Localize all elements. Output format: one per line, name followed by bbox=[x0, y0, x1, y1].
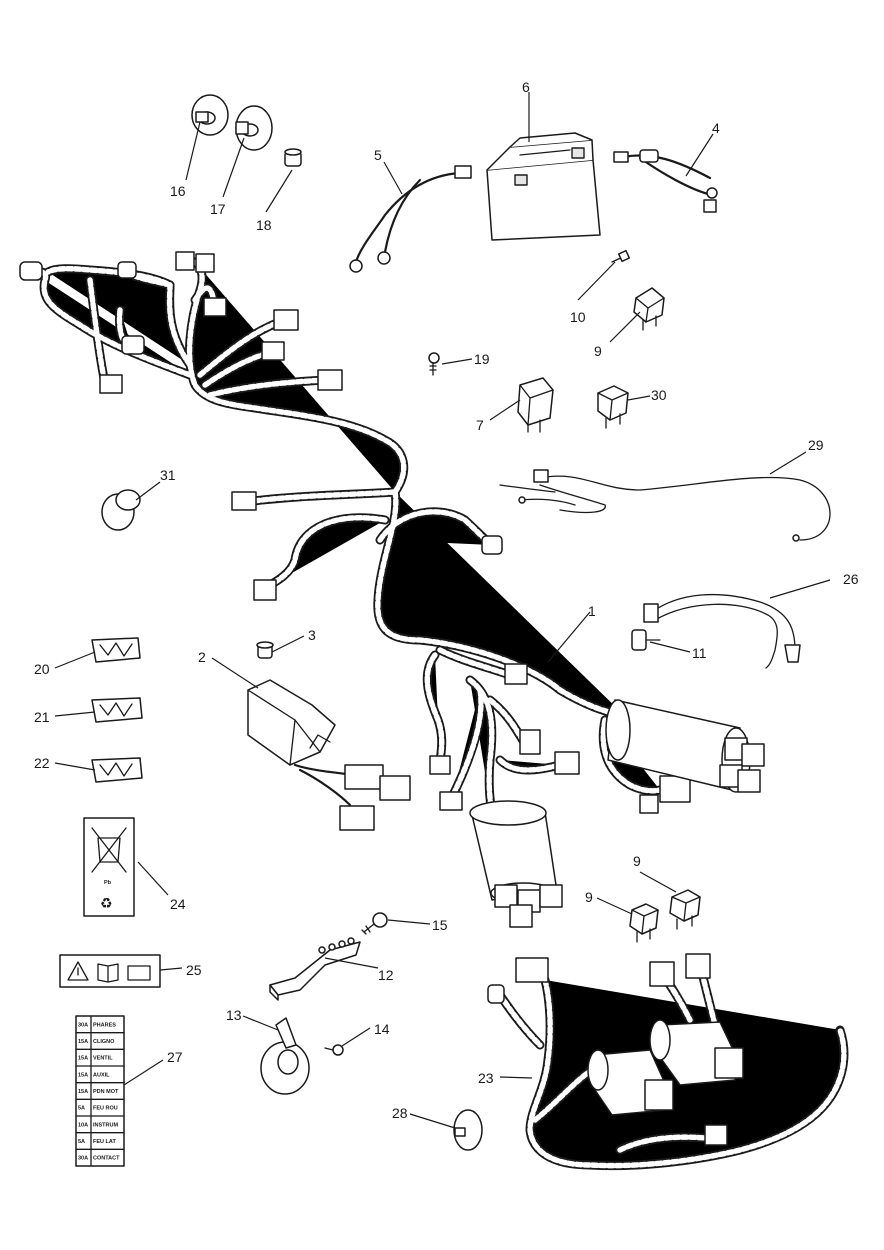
callout-18: 18 bbox=[256, 217, 272, 233]
label-24-marking: Pb bbox=[104, 880, 112, 886]
secondary-harness-23[interactable] bbox=[487, 953, 844, 1166]
label-25 bbox=[59, 954, 161, 988]
callout-4: 4 bbox=[712, 120, 720, 136]
callout-5: 5 bbox=[374, 147, 382, 163]
bolt-15[interactable] bbox=[361, 912, 388, 935]
callout-6: 6 bbox=[522, 79, 530, 95]
callout-21: 21 bbox=[34, 709, 50, 725]
screw-19[interactable] bbox=[428, 352, 440, 376]
leader-lines bbox=[54, 92, 831, 1129]
fuse-rating-circuit: CONTACT bbox=[93, 1156, 120, 1162]
bracket-12[interactable] bbox=[269, 937, 361, 1001]
label-27: 30A PHARES 15A CLIGNO 15A VENTIL 15A AUXIL 15A PD… bbox=[75, 1015, 125, 1167]
callout-11: 11 bbox=[692, 645, 707, 661]
battery[interactable] bbox=[486, 132, 601, 241]
fuse-rating-amp: 15A bbox=[78, 1089, 88, 1095]
callout-3: 3 bbox=[308, 627, 316, 643]
fuse-rating-circuit: FEU LAT bbox=[93, 1139, 116, 1145]
callout-numbers: 1 2 3 4 5 6 7 9 9 9 10 11 12 13 14 15 16… bbox=[34, 79, 859, 1121]
callout-13: 13 bbox=[226, 1007, 242, 1023]
cap-18[interactable] bbox=[284, 148, 302, 167]
fuse-rating-circuit: CLIGNO bbox=[93, 1039, 115, 1045]
callout-30: 30 bbox=[651, 387, 667, 403]
fuse-rating-amp: 15A bbox=[78, 1039, 88, 1045]
battery-lead-positive[interactable] bbox=[613, 149, 718, 213]
lead-29[interactable] bbox=[499, 469, 831, 542]
callout-1: 1 bbox=[588, 603, 596, 619]
callout-19: 19 bbox=[474, 351, 490, 367]
lead-26[interactable] bbox=[643, 594, 801, 669]
label-24: Pb ♻ bbox=[83, 817, 135, 917]
relay-9-top[interactable] bbox=[633, 287, 665, 331]
callout-12: 12 bbox=[378, 967, 394, 983]
fuse-rating-amp: 30A bbox=[78, 1156, 88, 1162]
callout-26: 26 bbox=[843, 571, 859, 587]
fuse-rating-circuit: PDN MOT bbox=[93, 1089, 119, 1095]
grommet-28[interactable] bbox=[453, 1109, 483, 1151]
callout-23: 23 bbox=[478, 1070, 494, 1086]
fuse-rating-circuit: INSTRUM bbox=[93, 1122, 118, 1128]
fuse-rating-amp: 15A bbox=[78, 1072, 88, 1078]
manual-book-icon bbox=[97, 963, 119, 983]
grommet-3[interactable] bbox=[256, 641, 274, 659]
callout-22: 22 bbox=[34, 755, 50, 771]
fuse-rating-amp: 15A bbox=[78, 1056, 88, 1062]
fuse-box-2[interactable] bbox=[247, 679, 411, 831]
relay-30[interactable] bbox=[597, 385, 629, 429]
callout-9-low: 9 bbox=[585, 889, 593, 905]
callout-10: 10 bbox=[570, 309, 586, 325]
fitting-11[interactable] bbox=[631, 629, 661, 651]
callout-25: 25 bbox=[186, 962, 202, 978]
callout-14: 14 bbox=[374, 1021, 390, 1037]
callout-9-top: 9 bbox=[594, 343, 602, 359]
fuse-rating-circuit: PHARES bbox=[93, 1022, 116, 1028]
fuse-20[interactable] bbox=[91, 637, 141, 663]
grommet-17[interactable] bbox=[235, 105, 273, 151]
callout-20: 20 bbox=[34, 661, 50, 677]
callout-29: 29 bbox=[808, 437, 824, 453]
fuse-rating-amp: 5A bbox=[78, 1139, 85, 1145]
main-harness[interactable] bbox=[19, 251, 765, 928]
callout-24: 24 bbox=[170, 896, 186, 912]
callout-31: 31 bbox=[160, 467, 176, 483]
battery-lead-negative[interactable] bbox=[349, 165, 472, 273]
recycle-icon: ♻ bbox=[100, 896, 113, 912]
fuse-rating-amp: 30A bbox=[78, 1022, 88, 1028]
bolt-14[interactable] bbox=[324, 1044, 344, 1056]
callout-27: 27 bbox=[167, 1049, 183, 1065]
fuse-rating-circuit: VENTIL bbox=[93, 1056, 113, 1062]
fuse-rating-amp: 10A bbox=[78, 1122, 88, 1128]
relay-9-left[interactable] bbox=[629, 903, 659, 943]
crossed-bin-icon bbox=[91, 827, 127, 873]
callout-17: 17 bbox=[210, 201, 226, 217]
callout-16: 16 bbox=[170, 183, 186, 199]
relay-7[interactable] bbox=[517, 377, 554, 433]
warning-triangle-icon bbox=[67, 961, 89, 981]
callout-28: 28 bbox=[392, 1105, 408, 1121]
fuse-rating-circuit: FEU ROU bbox=[93, 1106, 118, 1112]
relay-9-right[interactable] bbox=[669, 889, 701, 930]
fuse-22[interactable] bbox=[91, 757, 143, 783]
fuse-21[interactable] bbox=[91, 697, 143, 723]
battery-icon bbox=[127, 965, 151, 981]
grommet-16[interactable] bbox=[191, 94, 229, 136]
horn-13[interactable] bbox=[260, 1017, 310, 1095]
callout-9-mid: 9 bbox=[633, 853, 641, 869]
fuse-rating-circuit: AUXIL bbox=[93, 1072, 110, 1078]
screw-10[interactable] bbox=[611, 249, 631, 263]
callout-15: 15 bbox=[432, 917, 448, 933]
callout-2: 2 bbox=[198, 649, 206, 665]
fuse-rating-amp: 5A bbox=[78, 1106, 85, 1112]
callout-7: 7 bbox=[476, 417, 484, 433]
cap-31[interactable] bbox=[101, 489, 141, 531]
